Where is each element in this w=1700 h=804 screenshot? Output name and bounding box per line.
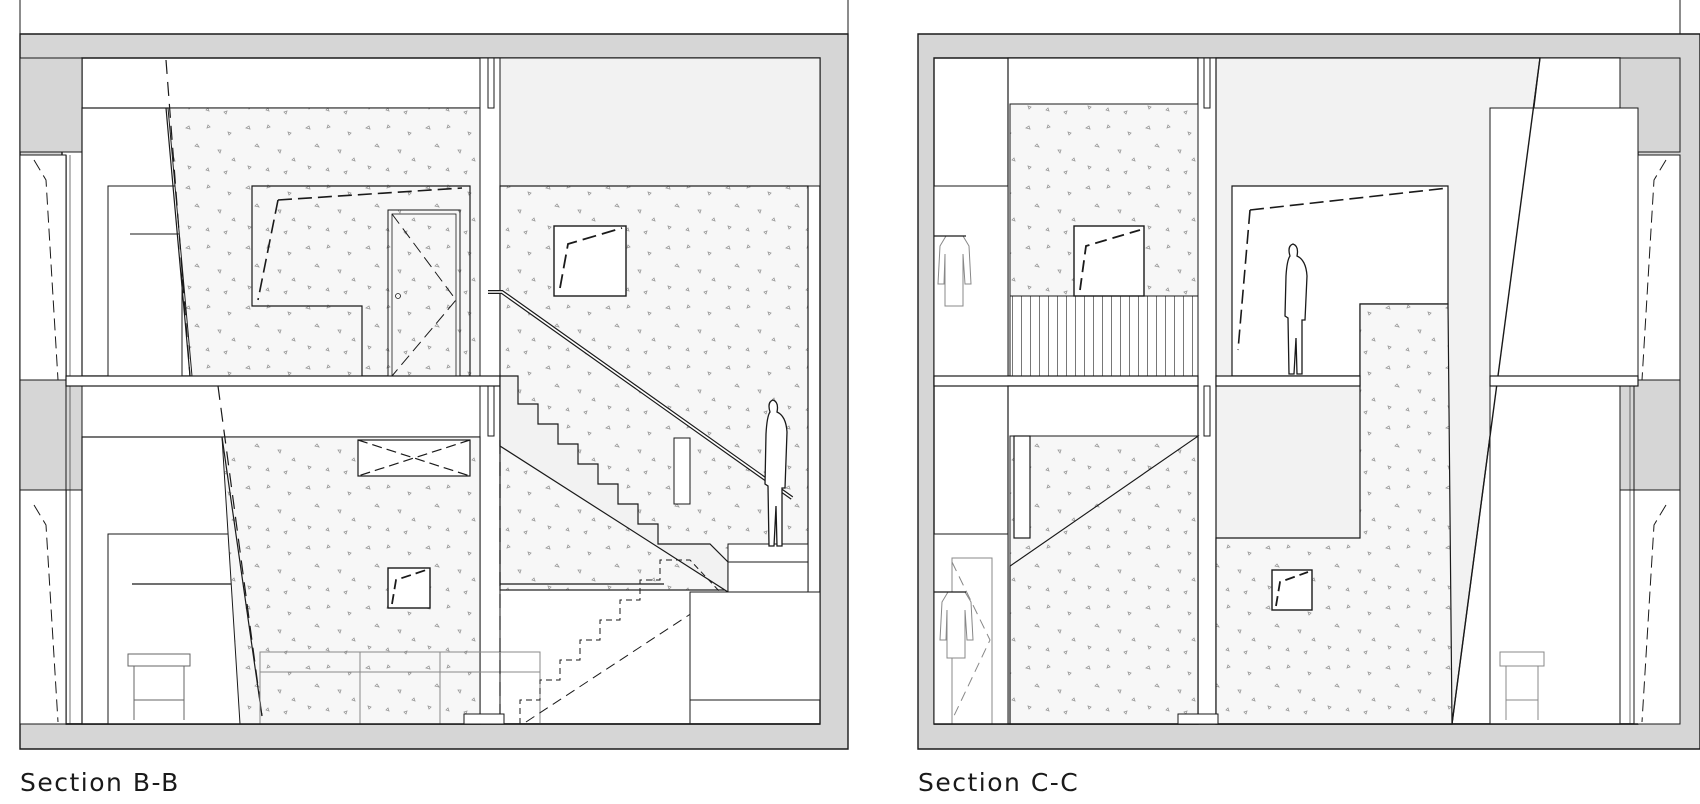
- section-b-b-label: Section B-B: [20, 768, 180, 797]
- section-c-c-label: Section C-C: [918, 768, 1080, 797]
- person-silhouette: [1284, 243, 1308, 375]
- section-c-c: [917, 0, 1700, 750]
- section-b-b: [19, 0, 849, 750]
- person-silhouette: [764, 399, 788, 547]
